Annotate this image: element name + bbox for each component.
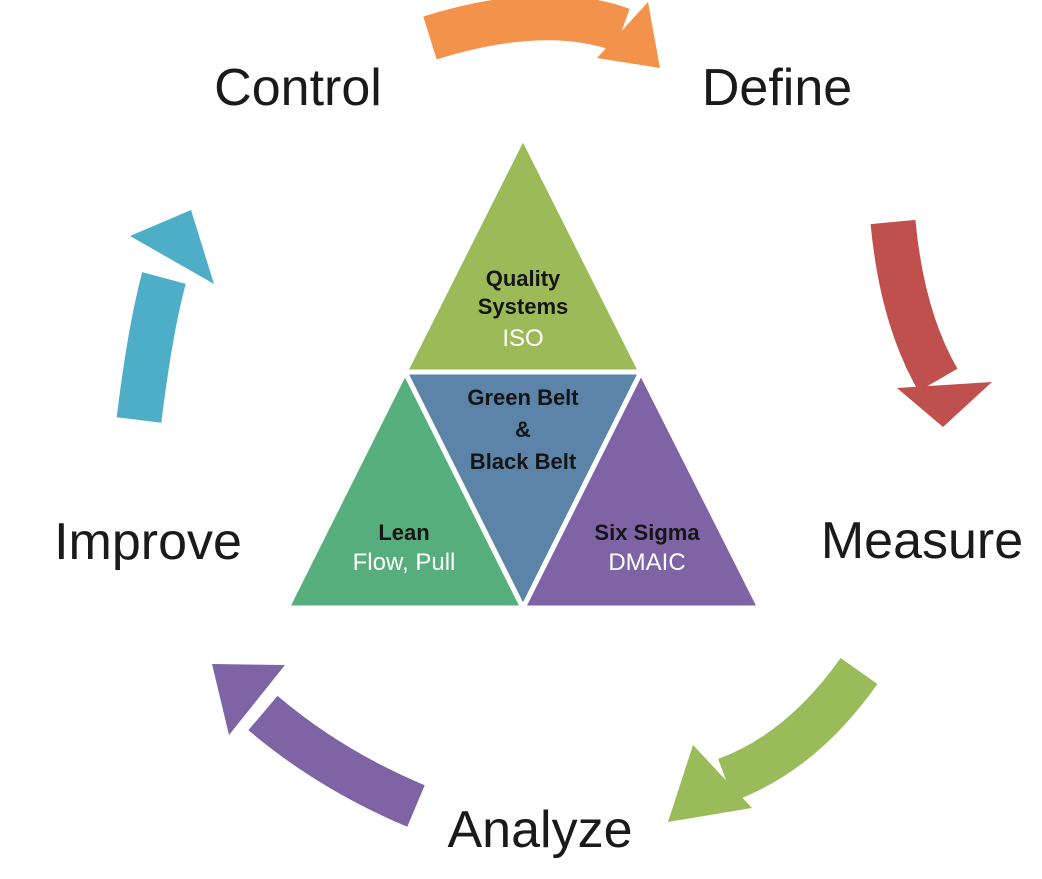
label-flow-pull: Flow, Pull xyxy=(352,549,456,576)
arrow-band xyxy=(870,219,958,392)
cycle-label-control: Control xyxy=(214,59,382,117)
cycle-label-analyze: Analyze xyxy=(447,801,633,859)
label-iso: ISO xyxy=(502,325,544,352)
label-black-belt: Black Belt xyxy=(469,449,577,474)
arrow-band xyxy=(423,0,630,60)
cycle-label-define: Define xyxy=(701,59,853,117)
arrowhead-icon xyxy=(897,382,992,427)
label-six-sigma: Six Sigma xyxy=(594,520,700,545)
arrowhead-icon xyxy=(130,210,214,284)
arrowhead-icon xyxy=(668,745,752,822)
arrow-control-to-define xyxy=(423,0,660,68)
label-green-belt: Green Belt xyxy=(467,385,579,410)
arrow-analyze-to-improve xyxy=(212,664,425,827)
arrowhead-icon xyxy=(597,2,660,68)
cycle-label-improve: Improve xyxy=(54,513,242,571)
arrow-band xyxy=(717,657,878,802)
arrowhead-icon xyxy=(212,664,285,735)
pyramid xyxy=(284,134,763,611)
label-quality-systems: Quality Systems xyxy=(477,266,569,319)
pyramid-left-triangle xyxy=(284,369,526,611)
arrow-band xyxy=(116,272,186,423)
arrow-define-to-measure xyxy=(870,219,992,427)
arrow-measure-to-analyze xyxy=(668,657,878,822)
arrow-improve-to-control xyxy=(116,210,214,423)
arrow-band xyxy=(248,695,425,827)
label-green-black-belt: Green Belt & Black Belt xyxy=(467,382,578,478)
cycle-label-measure: Measure xyxy=(820,512,1024,570)
label-dmaic: DMAIC xyxy=(608,549,686,576)
label-ampersand: & xyxy=(515,417,531,442)
label-lean: Lean xyxy=(378,520,430,545)
pyramid-right-triangle xyxy=(520,369,763,611)
